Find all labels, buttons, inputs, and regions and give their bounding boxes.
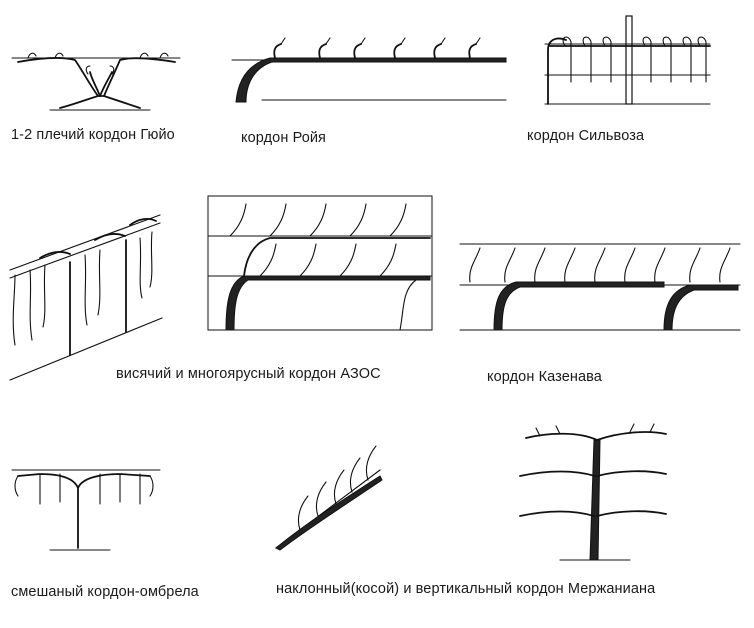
sylvoz-drawing [544,15,711,105]
azos-hanging-drawing [9,214,163,381]
caption-mercanian: наклонный(косой) и вертикальный кордон М… [276,581,656,597]
oblique-cordon-drawing [275,445,383,551]
royat-drawing [231,37,507,103]
vertical-cordon-drawing [519,423,667,561]
umbrella-drawing [11,469,161,551]
guyot-drawing [11,52,181,111]
caption-royat: кордон Ройя [241,130,327,146]
cazenave-drawing [459,243,741,331]
azos-multitier-drawing [207,195,433,331]
caption-azos: висячий и многоярусный кордон АЗОС [116,366,381,382]
caption-sylvoz: кордон Сильвоза [527,128,645,144]
caption-guyot: 1-2 плечий кордон Гюйо [11,127,175,143]
caption-umbrella: смешаный кордон-омбрела [11,584,199,600]
caption-cazenave: кордон Казенава [487,369,602,385]
